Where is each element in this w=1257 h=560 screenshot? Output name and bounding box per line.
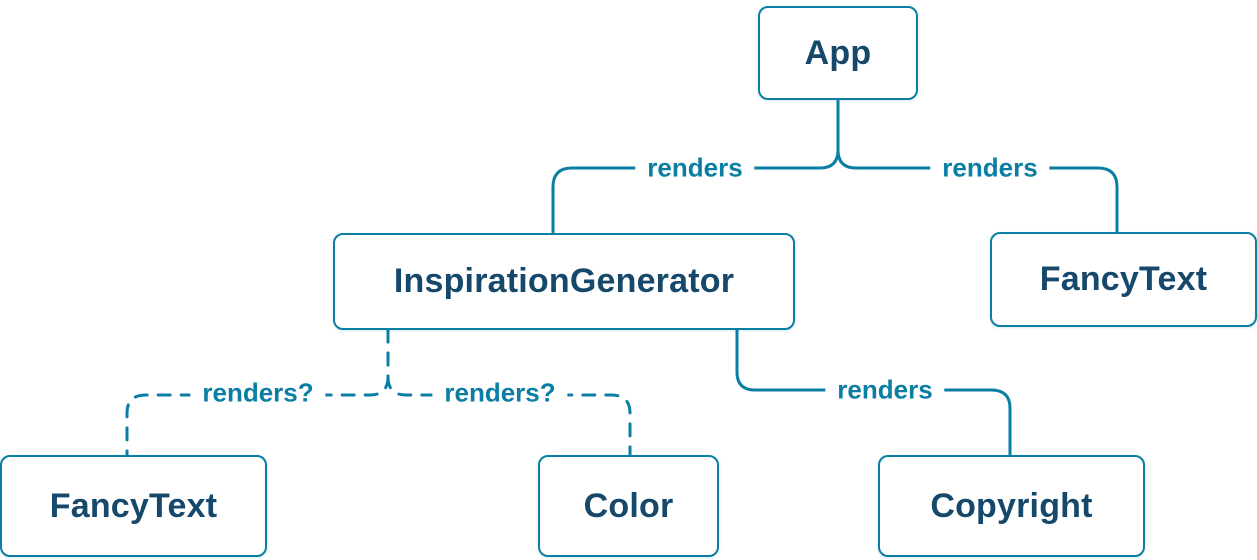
edge-label-renders-conditional-fancytext: renders? xyxy=(190,375,326,411)
edge-label-renders-fancytext: renders xyxy=(930,150,1050,186)
node-inspiration-generator: InspirationGenerator xyxy=(333,233,795,330)
node-app-label: App xyxy=(804,33,872,72)
edge-inspirationgenerator-to-color xyxy=(386,328,632,457)
node-copyright-label: Copyright xyxy=(930,486,1093,525)
node-color: Color xyxy=(538,455,719,557)
node-inspiration-generator-label: InspirationGenerator xyxy=(393,262,735,300)
edge-label-renders-copyright: renders xyxy=(825,372,945,408)
edge-label-renders-inspiration: renders xyxy=(635,150,755,186)
node-copyright: Copyright xyxy=(878,455,1145,557)
node-color-label: Color xyxy=(583,486,674,525)
node-app: App xyxy=(758,6,918,100)
node-fancy-text-bottom: FancyText xyxy=(0,455,267,557)
edge-label-renders-conditional-color: renders? xyxy=(432,375,568,411)
node-fancy-text-top: FancyText xyxy=(990,232,1257,327)
node-fancy-text-top-label: FancyText xyxy=(1039,260,1208,298)
node-fancy-text-bottom-label: FancyText xyxy=(49,486,218,525)
